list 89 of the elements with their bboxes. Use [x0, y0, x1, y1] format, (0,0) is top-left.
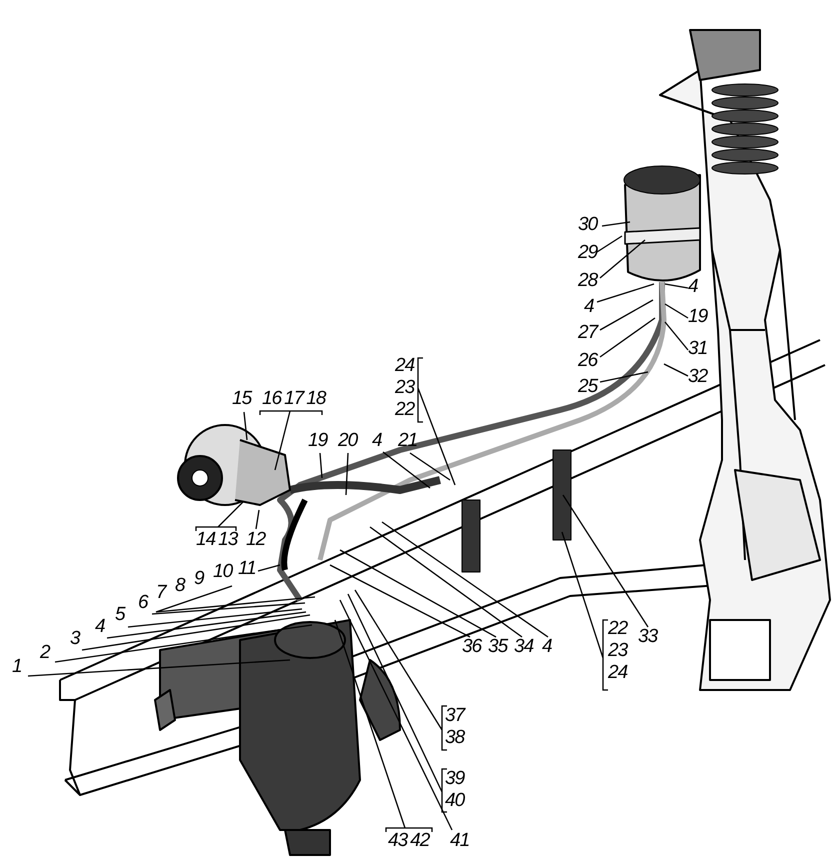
callout-number: 21: [398, 430, 418, 452]
callout-number: 37: [445, 705, 464, 727]
leader-line: [410, 452, 450, 481]
callout-number: 26: [578, 350, 598, 372]
leader-line: [319, 452, 323, 478]
callout-number: 11: [238, 558, 256, 580]
callout-number: 4: [584, 296, 594, 318]
callout-number: 24: [608, 662, 628, 684]
callout-number: 12: [246, 529, 266, 551]
callout-number: 33: [638, 626, 658, 648]
callout-number: 36: [462, 636, 482, 658]
callout-number: 17: [284, 388, 304, 410]
callout-number: 2: [40, 642, 50, 664]
leader-line: [382, 451, 430, 489]
leader-line: [596, 235, 622, 253]
leader-line: [255, 510, 260, 530]
leader-line: [600, 299, 654, 331]
callout-number: 8: [175, 575, 185, 597]
leader-line: [330, 564, 470, 638]
callout-number: 40: [445, 790, 464, 812]
leader-line: [664, 322, 688, 350]
callout-number: 14: [196, 529, 216, 551]
leader-line: [258, 564, 280, 572]
callout-number: 25: [578, 376, 598, 398]
callout-number: 27: [578, 322, 598, 344]
leader-line: [561, 531, 609, 691]
leader-line: [600, 371, 648, 383]
callout-number: 10: [213, 561, 232, 583]
leader-line: [600, 317, 656, 358]
leader-line: [155, 585, 316, 613]
callout-number: 23: [395, 377, 414, 399]
callout-number: 23: [608, 640, 628, 662]
callout-number: 19: [308, 430, 328, 452]
leader-line: [345, 452, 349, 496]
callout-number: 16: [262, 388, 282, 410]
callout-number: 4: [95, 616, 105, 638]
callout-number: 38: [445, 727, 464, 749]
callout-number: 15: [232, 388, 252, 410]
leader-line: [562, 494, 649, 628]
leader-line: [602, 221, 630, 227]
leader-line: [600, 240, 646, 278]
callout-number: 4: [688, 276, 698, 298]
callout-number: 7: [156, 582, 166, 604]
leader-line: [664, 283, 688, 289]
leader-line: [82, 614, 310, 651]
callout-number: 28: [578, 270, 598, 292]
leader-line: [195, 501, 244, 532]
callout-number: 35: [488, 636, 508, 658]
callout-number: 6: [138, 592, 148, 614]
callout-number: 32: [688, 366, 708, 388]
callout-number: 22: [608, 618, 628, 640]
callout-number: 42: [410, 830, 430, 852]
callout-number: 9: [194, 568, 204, 590]
callout-number: 5: [115, 604, 125, 626]
leader-line: [152, 602, 306, 615]
callout-number: 34: [514, 636, 534, 658]
callout-number: 43: [388, 830, 408, 852]
callout-number: 20: [338, 430, 358, 452]
leader-line: [106, 611, 306, 639]
callout-number: 31: [688, 338, 708, 360]
leader-line: [354, 589, 448, 751]
leader-line: [339, 600, 453, 830]
leader-line: [370, 526, 522, 638]
callout-number: 39: [445, 768, 464, 790]
leader-line: [28, 659, 290, 677]
callout-number: 18: [306, 388, 326, 410]
callout-number: 30: [578, 214, 598, 236]
leader-line: [664, 303, 688, 319]
leader-line: [417, 357, 456, 486]
leader-line: [596, 283, 654, 303]
leader-line: [128, 608, 302, 628]
callout-number: 4: [372, 430, 382, 452]
callout-number: 4: [542, 636, 552, 658]
leader-line: [664, 363, 688, 377]
leader-line: [334, 619, 433, 833]
leader-line: [54, 624, 312, 663]
callout-number: 19: [688, 306, 708, 328]
leader-line: [243, 412, 248, 440]
leader-line: [382, 521, 548, 638]
callout-number: 41: [450, 830, 470, 852]
callout-number: 13: [218, 529, 238, 551]
callout-number: 29: [578, 242, 598, 264]
callout-number: 24: [395, 355, 414, 377]
callout-number: 1: [12, 656, 22, 678]
leader-line: [347, 593, 448, 813]
callout-number: 22: [395, 399, 414, 421]
leader-line: [340, 549, 496, 638]
callout-number: 3: [70, 628, 80, 650]
leader-line: [259, 410, 323, 471]
